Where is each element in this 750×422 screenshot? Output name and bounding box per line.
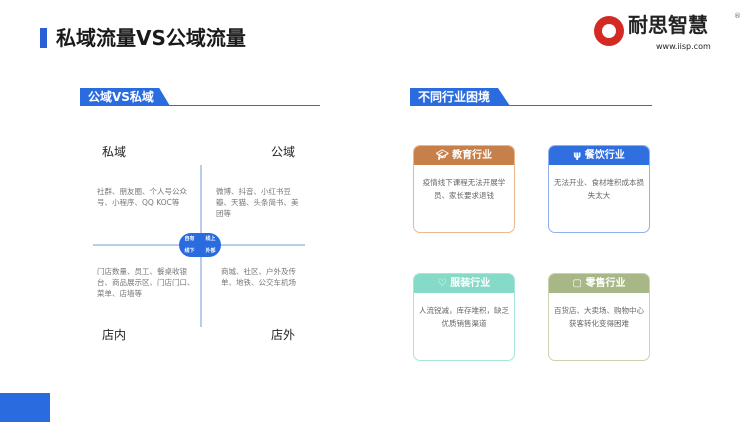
badge-online: 线上 xyxy=(205,236,216,242)
badge-external: 外部 xyxy=(205,248,216,254)
quadrant-in-store-text: 门店数量、员工、餐桌收银台、商品展示区、门店门口、菜单、店墙等 xyxy=(97,267,195,298)
utensils-icon: ψ xyxy=(573,150,585,161)
logo-mark-icon xyxy=(594,16,624,46)
section-divider xyxy=(410,105,652,106)
logo-url: www.iisp.com xyxy=(656,42,711,51)
card-apparel: ♡ 服装行业 人流锐减，库存堆积，缺乏优质销售渠道 xyxy=(413,273,515,361)
title-accent-bar xyxy=(40,28,47,48)
quadrant-private-text: 社群、朋友圈、个人号公众号、小程序、QQ KOC等 xyxy=(97,187,187,207)
badge-owned: 自有 xyxy=(184,236,195,242)
card-text: 人流锐减，库存堆积，缺乏优质销售渠道 xyxy=(419,306,509,328)
label-out-store: 店外 xyxy=(271,328,296,342)
card-title: 教育行业 xyxy=(452,150,493,161)
card-text: 无法开业、食材堆积成本损失太大 xyxy=(554,178,644,200)
page-title: 私域流量VS公域流量 xyxy=(56,26,246,50)
company-logo: 耐思智慧 ® www.iisp.com xyxy=(594,12,744,58)
graduation-cap-icon: 🎓︎ xyxy=(435,150,453,161)
card-title: 零售行业 xyxy=(585,278,626,289)
card-catering: ψ 餐饮行业 无法开业、食材堆积成本损失太大 xyxy=(548,145,650,233)
card-text: 百货店、大卖场、购物中心获客转化变得困难 xyxy=(554,306,644,328)
card-retail: ▢ 零售行业 百货店、大卖场、购物中心获客转化变得困难 xyxy=(548,273,650,361)
card-title: 服装行业 xyxy=(450,278,491,289)
logo-name: 耐思智慧 xyxy=(628,13,708,37)
label-in-store: 店内 xyxy=(102,328,127,342)
shopping-bag-icon: ▢ xyxy=(572,278,586,289)
registered-mark: ® xyxy=(734,12,741,20)
label-public: 公域 xyxy=(271,145,296,159)
quadrant-public-text: 微博、抖音、小红书豆瓣、天猫、头条简书、美团等 xyxy=(216,187,299,218)
card-text: 疫情线下课程无法开展学员、家长要求退钱 xyxy=(422,178,506,200)
label-private: 私域 xyxy=(102,145,127,159)
card-title: 餐饮行业 xyxy=(584,150,625,161)
shirt-icon: ♡ xyxy=(437,278,451,289)
quadrant-out-store-text: 商城、社区、户外及传单、地铁、公交车机场 xyxy=(221,267,296,287)
center-badge: 自有 线上 线下 外部 xyxy=(179,233,221,257)
section-header-public-vs-private: 公域VS私域 xyxy=(80,88,170,106)
corner-decoration xyxy=(0,393,50,422)
section-divider xyxy=(80,105,320,106)
badge-offline: 线下 xyxy=(184,248,195,254)
card-education: 🎓︎ 教育行业 疫情线下课程无法开展学员、家长要求退钱 xyxy=(413,145,515,233)
section-header-industry: 不同行业困境 xyxy=(410,88,510,106)
